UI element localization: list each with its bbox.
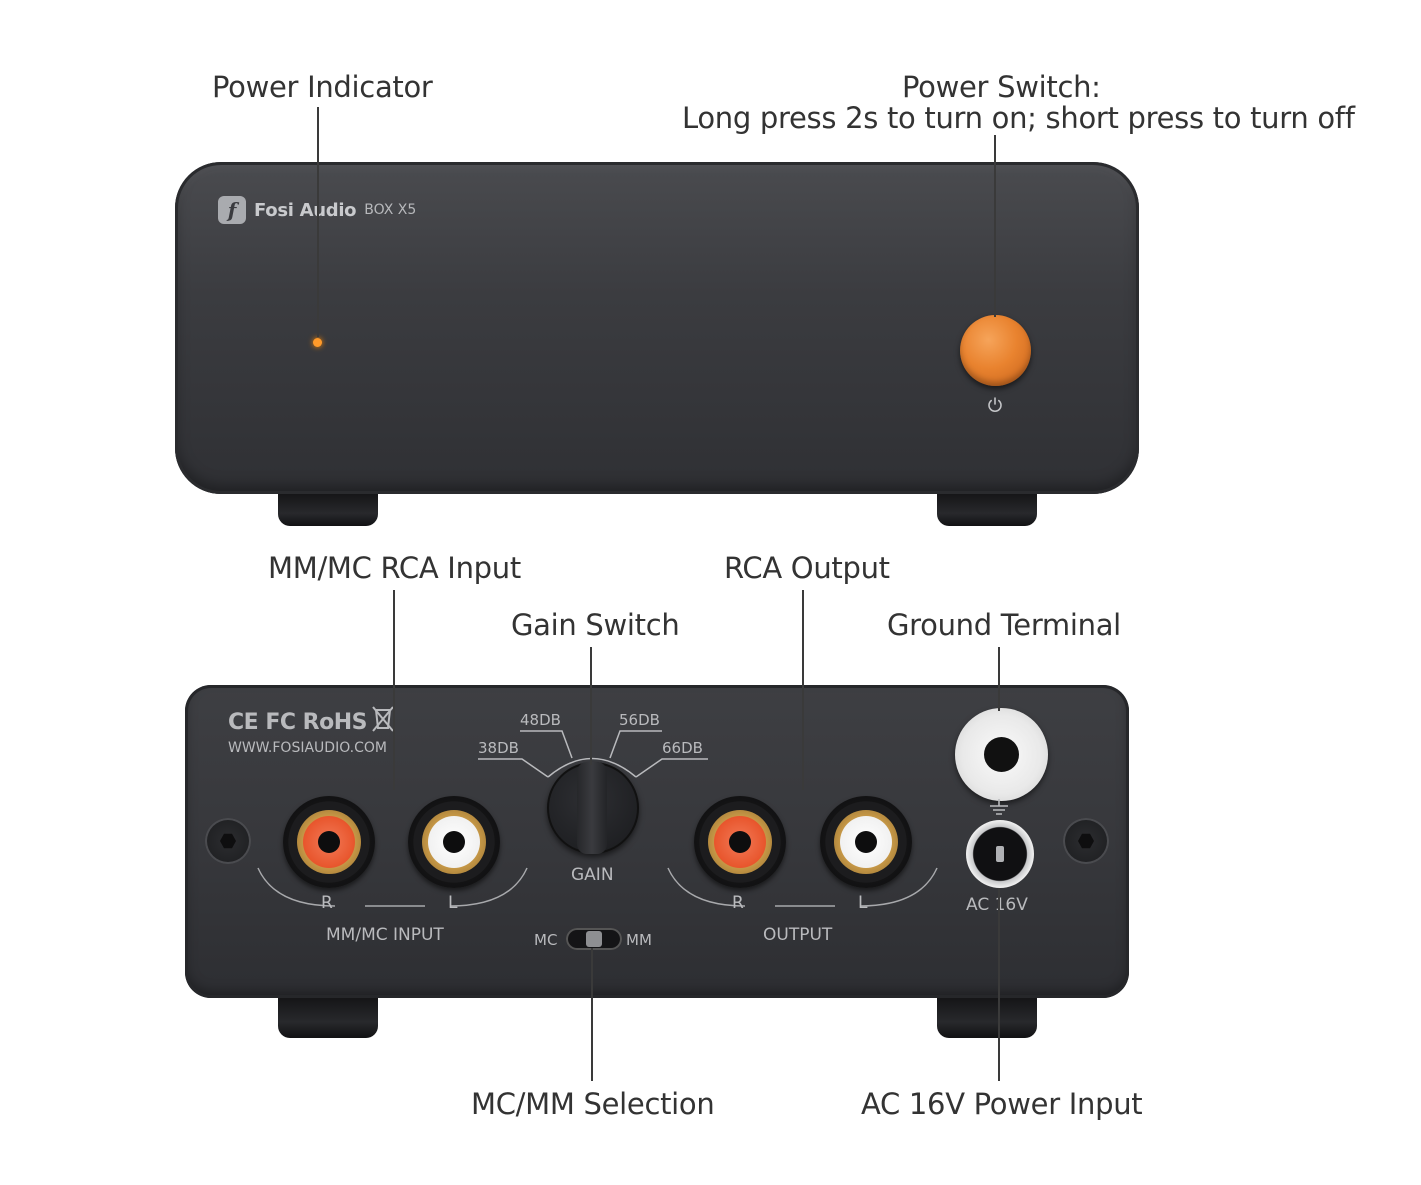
ground-terminal[interactable] — [955, 708, 1048, 801]
output-r-label: R — [732, 893, 744, 913]
callout-power-indicator: Power Indicator — [212, 70, 433, 104]
brand-logo: f Fosi Audio BOX X5 — [218, 195, 416, 225]
front-right-foot — [937, 494, 1037, 526]
rear-left-foot — [278, 998, 378, 1038]
leader-ac-power-input — [998, 888, 1000, 1081]
mc-mm-slide-switch[interactable] — [566, 928, 622, 950]
callout-ac-power-input: AC 16V Power Input — [861, 1087, 1143, 1121]
gain-66db-label: 66DB — [662, 739, 703, 757]
leader-power-switch — [994, 135, 996, 317]
website-url: WWW.FOSIAUDIO.COM — [228, 740, 387, 756]
input-group-label: MM/MC INPUT — [326, 925, 444, 945]
output-jack-right[interactable] — [694, 796, 786, 888]
callout-rca-output: RCA Output — [724, 551, 890, 585]
leader-power-indicator — [317, 107, 319, 337]
rear-right-foot — [937, 998, 1037, 1038]
input-jack-right[interactable] — [283, 796, 375, 888]
certification-marks: CE FC RoHS — [228, 710, 367, 735]
gain-knob-ridge — [577, 762, 607, 854]
callout-power-switch-title: Power Switch: — [902, 70, 1101, 104]
leader-rca-input — [393, 590, 395, 790]
output-group-arc — [667, 867, 938, 907]
input-group-arc — [257, 867, 528, 907]
gain-56db-label: 56DB — [619, 711, 660, 729]
output-jack-left[interactable] — [820, 796, 912, 888]
gain-38db-label: 38DB — [478, 739, 519, 757]
input-l-label: L — [448, 893, 458, 913]
right-screw — [1063, 818, 1109, 864]
front-left-foot — [278, 494, 378, 526]
mc-label: MC — [534, 931, 558, 949]
gain-label: GAIN — [571, 865, 614, 885]
weee-bin-icon — [372, 706, 394, 732]
output-group-label: OUTPUT — [763, 925, 833, 945]
callout-rca-input: MM/MC RCA Input — [268, 551, 521, 585]
power-icon — [988, 397, 1002, 412]
ac-16v-label: AC 16V — [966, 895, 1028, 915]
callout-ground-terminal: Ground Terminal — [887, 608, 1121, 642]
leader-gain-switch — [590, 647, 592, 765]
leader-mc-mm-selection — [591, 948, 593, 1081]
mm-label: MM — [626, 931, 652, 949]
left-screw — [205, 818, 251, 864]
callout-power-switch-desc: Long press 2s to turn on; short press to… — [682, 101, 1355, 135]
brand-name: Fosi Audio — [254, 199, 357, 221]
gain-48db-label: 48DB — [520, 711, 561, 729]
output-l-label: L — [858, 893, 868, 913]
ground-symbol-icon — [990, 799, 1008, 815]
leader-rca-output — [802, 590, 804, 790]
callout-mc-mm-selection: MC/MM Selection — [471, 1087, 715, 1121]
power-button[interactable] — [960, 315, 1031, 386]
fosi-logo-icon: f — [218, 196, 246, 224]
leader-ground-terminal — [998, 647, 1000, 711]
callout-gain-switch: Gain Switch — [511, 608, 680, 642]
power-indicator-led — [313, 338, 322, 347]
input-r-label: R — [321, 893, 333, 913]
input-jack-left[interactable] — [408, 796, 500, 888]
ac-power-jack[interactable] — [966, 820, 1034, 888]
model-name: BOX X5 — [364, 202, 417, 218]
gain-scale-lines — [478, 730, 708, 778]
